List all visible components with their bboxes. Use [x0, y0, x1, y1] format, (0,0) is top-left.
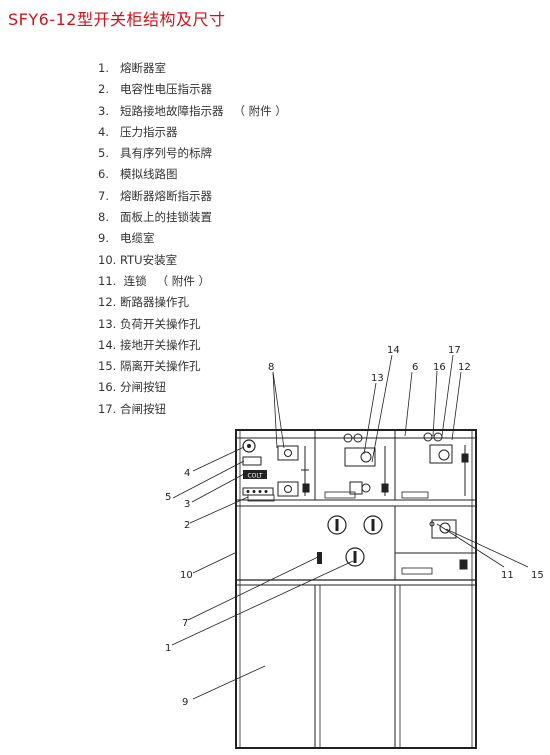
page-title: SFY6-12型开关柜结构及尺寸 [8, 10, 226, 29]
legend-item: 7.熔断器熔断指示器 [98, 188, 212, 203]
mimic-unit-3 [423, 432, 469, 570]
operating-hole-left [327, 515, 347, 535]
terminal-strip-4 [401, 567, 433, 575]
legend-item: 6.模拟线路图 [98, 167, 178, 182]
callout-2: 2 [184, 520, 190, 531]
cabinet-outline [235, 429, 477, 749]
legend-item: 10.RTU安装室 [98, 252, 178, 267]
serial-plate [242, 456, 262, 466]
callout-6: 6 [412, 362, 418, 373]
fault-indicator: COLT [243, 470, 267, 480]
callout-8: 8 [268, 362, 274, 373]
mimic-unit-1 [277, 445, 310, 497]
legend-item: 11. 连锁（ 附件 ） [98, 273, 210, 288]
mimic-unit-2 [343, 433, 389, 496]
legend-item: 5.具有序列号的标牌 [98, 146, 212, 161]
legend-item: 1.熔断器室 [98, 61, 166, 75]
callout-14: 14 [387, 345, 400, 356]
fuse-blown-indicator [317, 552, 322, 564]
callout-10: 10 [180, 570, 193, 581]
callout-11: 11 [501, 570, 514, 581]
legend-item: 12.断路器操作孔 [98, 295, 189, 310]
fuse-operating-hole [345, 547, 365, 567]
callout-13: 13 [371, 373, 384, 384]
legend-item: 15.隔离开关操作孔 [98, 359, 201, 374]
pressure-indicator [242, 439, 256, 453]
callout-7: 7 [182, 618, 188, 629]
callout-17: 17 [448, 345, 461, 356]
callout-15: 15 [531, 570, 544, 581]
callout-16: 16 [433, 362, 446, 373]
terminal-strip-3 [401, 491, 429, 499]
callout-9: 9 [182, 697, 188, 708]
callout-3: 3 [184, 499, 190, 510]
legend-item: 2.电容性电压指示器 [98, 82, 212, 97]
legend-item: 17.合闸按钮 [98, 401, 166, 416]
legend-item: 4.压力指示器 [98, 124, 178, 139]
callout-4: 4 [184, 468, 190, 479]
legend-item: 14.接地开关操作孔 [98, 337, 201, 352]
voltage-indicator [242, 487, 274, 496]
callout-12: 12 [458, 362, 471, 373]
callout-5: 5 [165, 492, 171, 503]
legend-item: 3.短路接地故障指示器（ 附件 ） [98, 103, 287, 118]
parts-legend: 1.熔断器室 2.电容性电压指示器 3.短路接地故障指示器（ 附件 ） 4.压力… [98, 58, 287, 420]
callout-1: 1 [165, 643, 171, 654]
terminal-strip-2 [324, 491, 356, 499]
legend-item: 9.电缆室 [98, 231, 155, 246]
legend-item: 16.分闸按钮 [98, 380, 166, 395]
callout-labels: 1 2 3 4 5 6 7 8 9 10 11 12 13 14 15 16 1… [165, 345, 544, 708]
legend-item: 8.面板上的挂锁装置 [98, 210, 212, 225]
fault-indicator-text: COLT [247, 473, 262, 480]
terminal-strip-1 [247, 494, 275, 502]
legend-item: 13.负荷开关操作孔 [98, 316, 201, 331]
operating-hole-right [363, 515, 383, 535]
leader-lines [171, 354, 529, 700]
